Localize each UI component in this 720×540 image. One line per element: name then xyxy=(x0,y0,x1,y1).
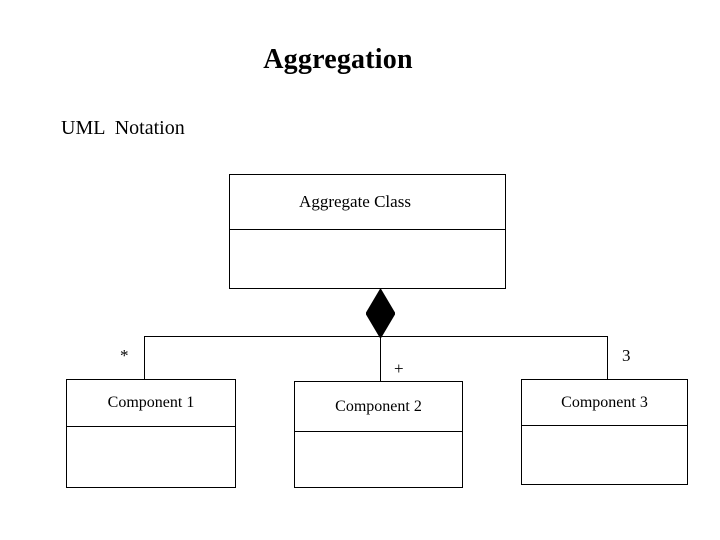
uml-class-component-3-attributes xyxy=(522,426,687,484)
multiplicity-label-component-1: * xyxy=(120,346,129,365)
uml-class-component-3[interactable]: Component 3 xyxy=(521,379,688,485)
section-subtitle: UML Notation xyxy=(61,117,185,139)
uml-class-aggregate-name: Aggregate Class xyxy=(230,175,505,230)
multiplicity-label-component-2: + xyxy=(394,359,404,378)
uml-class-component-1-attributes xyxy=(67,427,235,487)
uml-class-aggregate-attributes xyxy=(230,230,505,288)
uml-class-component-1[interactable]: Component 1 xyxy=(66,379,236,488)
uml-class-component-2-attributes xyxy=(295,432,462,487)
aggregation-diamond-icon xyxy=(366,289,395,338)
association-drop-line-component-1 xyxy=(144,336,145,380)
multiplicity-label-component-3: 3 xyxy=(622,346,631,365)
association-drop-line-component-2 xyxy=(380,336,381,382)
uml-class-component-2[interactable]: Component 2 xyxy=(294,381,463,488)
uml-class-aggregate[interactable]: Aggregate Class xyxy=(229,174,506,289)
uml-class-component-3-name: Component 3 xyxy=(522,380,687,426)
page-title: Aggregation xyxy=(263,44,413,75)
uml-class-component-2-name: Component 2 xyxy=(295,382,462,432)
association-horizontal-line xyxy=(144,336,607,337)
uml-class-component-1-name: Component 1 xyxy=(67,380,235,427)
association-drop-line-component-3 xyxy=(607,336,608,380)
